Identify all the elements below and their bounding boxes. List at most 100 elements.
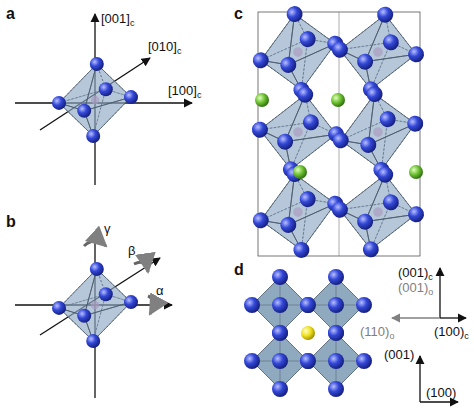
atom	[356, 297, 372, 313]
axis-label: [010]	[148, 40, 177, 53]
rotation-label: α	[156, 284, 164, 297]
atom	[362, 240, 380, 258]
octahedron	[326, 160, 430, 264]
atom	[272, 381, 288, 397]
octahedron	[246, 160, 350, 264]
atom	[328, 297, 344, 313]
panel-label: d	[234, 262, 244, 278]
atom	[328, 381, 344, 397]
rotation-label: γ	[104, 222, 111, 235]
atom	[328, 325, 344, 341]
atom	[296, 86, 314, 104]
atom	[332, 131, 350, 149]
atom	[376, 6, 394, 24]
atom	[300, 353, 316, 369]
atom	[286, 5, 304, 23]
tilted-octahedron	[326, 0, 430, 104]
tilted-octahedron	[246, 160, 350, 264]
axis-label: (001)	[398, 266, 428, 279]
atom	[276, 133, 294, 151]
axes	[15, 232, 172, 398]
atom	[376, 166, 394, 184]
axis-subscript: o	[389, 332, 394, 341]
atom	[90, 262, 104, 276]
tilted-octahedron	[246, 80, 350, 184]
atom	[328, 325, 344, 341]
axis-line	[419, 356, 420, 402]
octahedron-face	[252, 277, 308, 333]
rotation-alpha	[148, 296, 154, 314]
atom	[244, 297, 260, 313]
atom	[279, 216, 297, 234]
atom	[272, 353, 288, 369]
octahedron-face	[308, 333, 364, 389]
axis-label: (100)	[434, 325, 464, 338]
atom	[272, 297, 288, 313]
atom	[251, 121, 269, 139]
atom	[301, 326, 315, 340]
rotation-label: β	[128, 244, 135, 257]
octahedron-top-view	[244, 269, 316, 341]
axes	[420, 356, 458, 402]
atom	[244, 353, 260, 369]
atom	[331, 41, 349, 59]
atom	[86, 129, 100, 143]
atom	[293, 165, 307, 179]
atom	[124, 90, 138, 104]
axis-label: [001]	[101, 12, 130, 25]
axis-subscript: c	[130, 19, 135, 28]
axis-label: [100]	[168, 84, 197, 97]
octahedron	[52, 57, 138, 143]
atom	[382, 193, 400, 211]
atom	[356, 213, 374, 231]
atom	[366, 85, 384, 103]
atom	[328, 353, 344, 369]
rotation-gamma	[84, 241, 106, 246]
axis-line	[392, 317, 440, 318]
axis-label: (001)	[398, 281, 428, 294]
octahedron	[246, 80, 350, 184]
octahedron-face	[308, 277, 364, 333]
atom	[409, 165, 423, 179]
atom	[382, 33, 400, 51]
octahedra	[52, 0, 430, 397]
octahedron	[246, 0, 350, 104]
tilted-octahedron	[326, 80, 430, 184]
atom	[302, 113, 320, 131]
atom	[407, 205, 425, 223]
atom	[99, 287, 113, 301]
rotation-beta	[134, 262, 148, 272]
atom	[331, 201, 349, 219]
panel-label: b	[6, 214, 16, 230]
atom	[252, 211, 270, 229]
octahedron	[52, 262, 138, 348]
panel-label: a	[6, 6, 15, 22]
atom	[331, 93, 345, 107]
axes	[15, 14, 192, 185]
atom	[299, 30, 317, 48]
atom	[300, 297, 316, 313]
axis-subscript: c	[197, 91, 202, 100]
panel-label: c	[234, 6, 243, 22]
atom	[299, 190, 317, 208]
axis-line	[440, 317, 466, 318]
atom	[272, 269, 288, 285]
atom	[328, 269, 344, 285]
atom	[292, 241, 310, 259]
atom	[359, 136, 377, 154]
atom	[77, 104, 91, 118]
axis-label: (110)	[360, 325, 389, 338]
atom	[90, 57, 104, 71]
axis-subscript: o	[428, 288, 433, 297]
tilted-octahedron	[246, 0, 350, 104]
atom	[86, 334, 100, 348]
atom	[52, 96, 66, 110]
axis-subscript: c	[177, 47, 182, 56]
atom	[300, 297, 316, 313]
atom	[272, 325, 288, 341]
atom	[279, 56, 297, 74]
atom	[406, 115, 424, 133]
axis-subscript: c	[428, 273, 433, 282]
tilted-octahedron	[326, 160, 430, 264]
